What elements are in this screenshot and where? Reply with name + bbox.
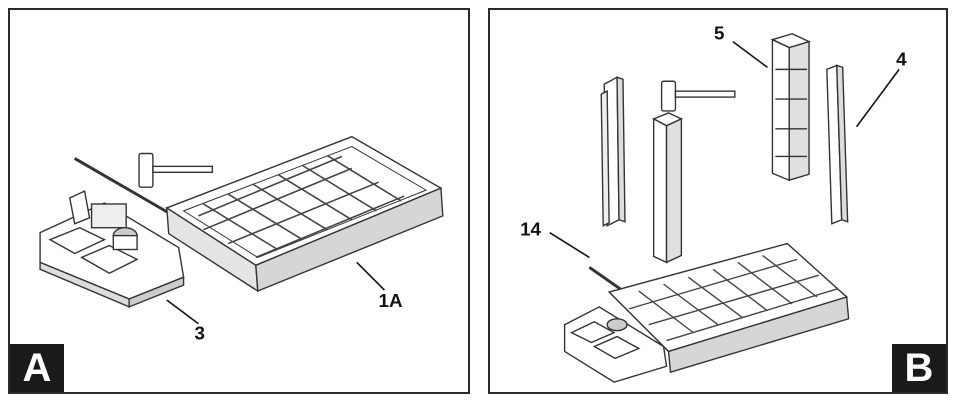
callout-3: 3	[194, 323, 204, 344]
callout-1a: 1A	[379, 290, 403, 311]
right-rail-part-4	[826, 64, 849, 225]
base-part-3	[39, 190, 185, 308]
left-rail-part	[600, 76, 626, 227]
panel-b-badge: B	[892, 344, 946, 392]
hammer-icon	[660, 80, 736, 112]
hammer-icon	[138, 152, 213, 188]
panel-a-badge: A	[10, 344, 64, 392]
panel-a: 3 1A A	[8, 8, 470, 394]
assembled-base-part	[563, 242, 850, 383]
column-part-5	[770, 33, 811, 182]
callout-4: 4	[896, 48, 907, 69]
platform-part-1a	[165, 135, 444, 293]
panel-b-illustration: 5 4 14	[520, 23, 907, 383]
center-post-part	[652, 112, 684, 264]
callout-5: 5	[714, 23, 724, 44]
panel-a-illustration: 3 1A	[39, 135, 444, 344]
callout-14: 14	[520, 219, 541, 240]
panel-b: 5 4 14 B	[488, 8, 948, 394]
